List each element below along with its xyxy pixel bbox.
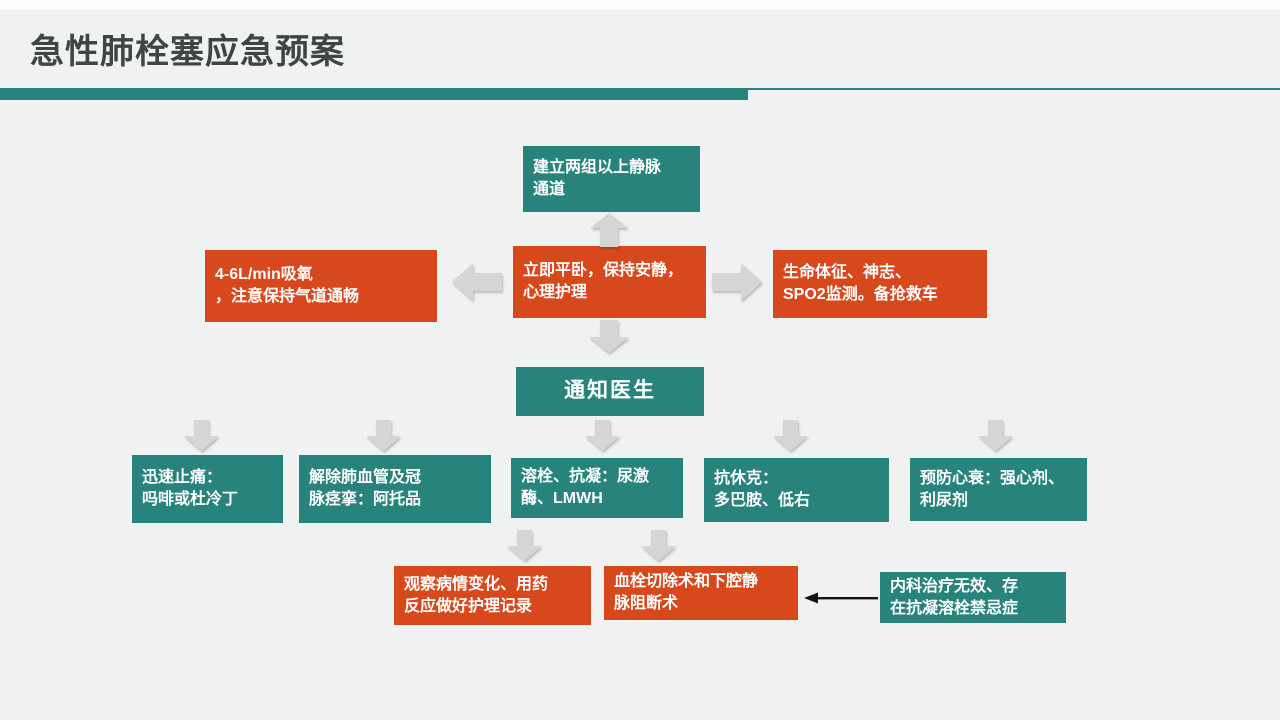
flow-node-heart-failure-prevention: 预防心衰：强心剂、 利尿剂 bbox=[910, 458, 1087, 521]
flow-node-notify-doctor: 通知医生 bbox=[516, 367, 704, 416]
top-strip bbox=[0, 0, 1280, 10]
flow-node-surgery-indication: 内科治疗无效、存 在抗凝溶栓禁忌症 bbox=[880, 572, 1066, 623]
arrow-down-icon bbox=[773, 420, 808, 451]
flow-node-monitoring: 生命体征、神志、 SPO2监测。备抢救车 bbox=[773, 250, 987, 318]
arrow-right-icon bbox=[712, 263, 762, 301]
arrow-down-icon bbox=[507, 530, 542, 561]
flow-node-oxygen: 4-6L/min吸氧 ，注意保持气道通畅 bbox=[205, 250, 437, 322]
arrow-down-icon bbox=[366, 420, 401, 451]
flow-node-lie-flat: 立即平卧，保持安静， 心理护理 bbox=[513, 246, 706, 318]
arrow-down-icon bbox=[184, 420, 219, 451]
flow-node-anti-shock: 抗休克： 多巴胺、低右 bbox=[704, 458, 889, 522]
arrow-down-icon bbox=[589, 320, 629, 353]
flow-node-thrombolysis: 溶栓、抗凝：尿激 酶、LMWH bbox=[511, 458, 683, 518]
flow-node-spasm-relief: 解除肺血管及冠 脉痉挛：阿托品 bbox=[299, 455, 491, 523]
flow-node-thrombectomy: 血栓切除术和下腔静 脉阻断术 bbox=[604, 566, 798, 620]
flow-node-pain-relief: 迅速止痛： 吗啡或杜冷丁 bbox=[132, 455, 283, 523]
flow-node-iv-access: 建立两组以上静脉 通道 bbox=[523, 146, 700, 212]
page-title: 急性肺栓塞应急预案 bbox=[30, 33, 345, 71]
arrow-down-icon bbox=[585, 420, 620, 451]
flow-node-nursing-record: 观察病情变化、用药 反应做好护理记录 bbox=[394, 566, 591, 625]
arrow-down-icon bbox=[978, 420, 1013, 451]
connector-arrow-icon bbox=[804, 592, 878, 604]
arrow-down-icon bbox=[641, 530, 676, 561]
title-accent-bar bbox=[0, 88, 748, 100]
title-accent-line bbox=[748, 88, 1280, 90]
arrow-left-icon bbox=[452, 263, 502, 301]
arrow-up-icon bbox=[590, 213, 628, 247]
